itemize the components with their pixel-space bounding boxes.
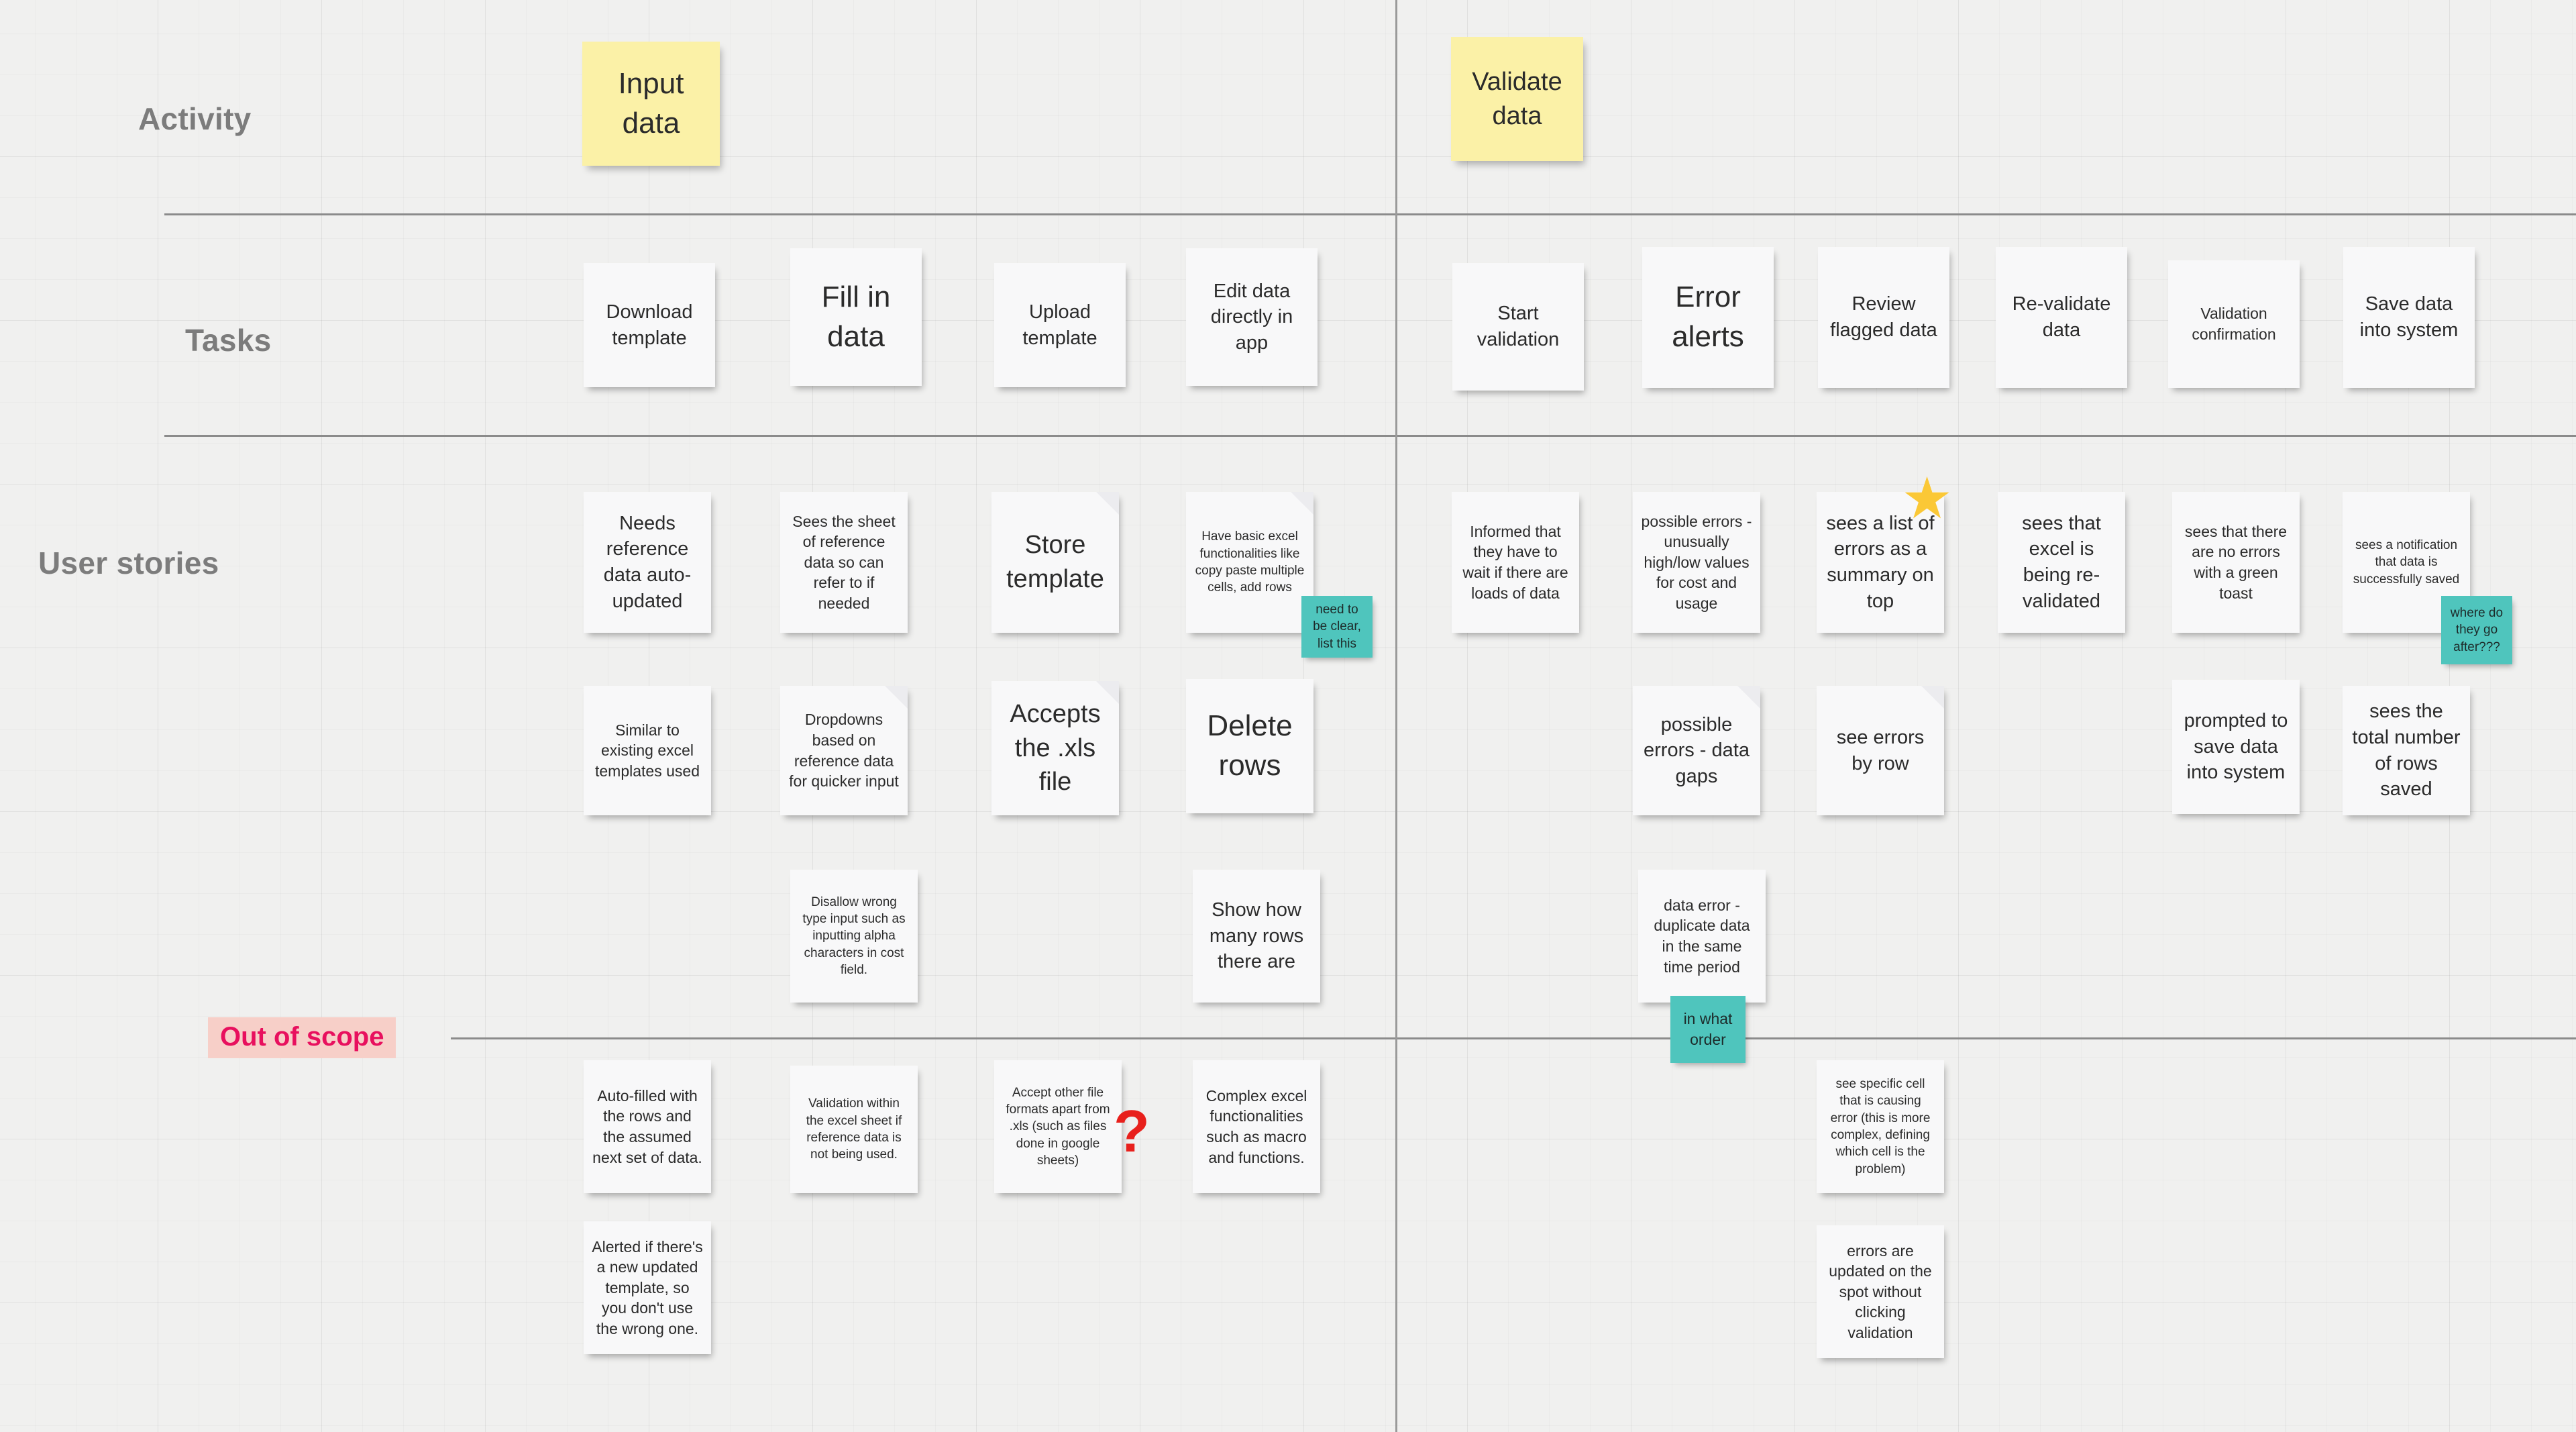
story-card-see-errors-by-row[interactable]: see errors by row xyxy=(1817,686,1944,815)
task-label: Upload template xyxy=(1022,301,1097,349)
oos-card-complex-excel-functionalities[interactable]: Complex excel functionalities such as ma… xyxy=(1193,1060,1320,1193)
task-label: Re-validate data xyxy=(2012,293,2111,341)
story-label: data error - duplicate data in the same … xyxy=(1654,896,1750,976)
out-of-scope-marker: Out of scope xyxy=(208,1017,396,1058)
story-label: prompted to save data into system xyxy=(2184,710,2288,784)
annotation-label: need to be clear, list this xyxy=(1313,603,1361,651)
story-label: Validation within the excel sheet if ref… xyxy=(806,1096,902,1162)
annotation-label: where do they go after??? xyxy=(2450,606,2504,654)
story-label: Have basic excel functionalities like co… xyxy=(1195,529,1305,595)
oos-card-alerted-new-updated-template[interactable]: Alerted if there's a new updated templat… xyxy=(584,1221,711,1354)
star-icon: ★ xyxy=(1901,466,1953,531)
story-label: Disallow wrong type input such as inputt… xyxy=(802,894,906,977)
story-label: Complex excel functionalities such as ma… xyxy=(1205,1086,1307,1166)
story-label: Accept other file formats apart from .xl… xyxy=(1006,1085,1110,1168)
task-label: Save data into system xyxy=(2359,293,2459,341)
task-card-fill-in-data[interactable]: Fill in data xyxy=(790,248,922,386)
story-card-store-template[interactable]: Store template xyxy=(991,492,1119,633)
activity-card-input-data[interactable]: Input data xyxy=(582,42,720,166)
story-card-sees-sheet-of-reference-data[interactable]: Sees the sheet of reference data so can … xyxy=(780,492,908,633)
annotation-need-to-be-clear-list-this[interactable]: need to be clear, list this xyxy=(1301,596,1373,658)
oos-card-validation-within-excel-sheet[interactable]: Validation within the excel sheet if ref… xyxy=(790,1066,918,1193)
lane-label-tasks: Tasks xyxy=(185,323,272,358)
story-label: Delete rows xyxy=(1207,709,1293,782)
task-card-error-alerts[interactable]: Error alerts xyxy=(1642,247,1774,388)
story-card-similar-to-existing-excel-templates[interactable]: Similar to existing excel templates used xyxy=(584,686,711,815)
story-card-sees-total-number-of-rows-saved[interactable]: sees the total number of rows saved xyxy=(2343,686,2470,815)
story-label: Show how many rows there are xyxy=(1209,899,1304,973)
story-card-possible-errors-high-low-values[interactable]: possible errors - unusually high/low val… xyxy=(1633,492,1760,633)
story-label: Dropdowns based on reference data for qu… xyxy=(789,711,899,790)
oos-card-errors-updated-on-the-spot[interactable]: errors are updated on the spot without c… xyxy=(1817,1225,1944,1358)
story-label: possible errors - data gaps xyxy=(1644,713,1750,787)
story-label: Informed that they have to wait if there… xyxy=(1462,522,1568,602)
story-label: Accepts the .xls file xyxy=(1010,700,1101,797)
task-card-re-validate-data[interactable]: Re-validate data xyxy=(1996,247,2127,388)
task-card-start-validation[interactable]: Start validation xyxy=(1452,263,1584,391)
story-label: see specific cell that is causing error … xyxy=(1830,1077,1931,1176)
divider-activity-columns xyxy=(1395,0,1397,1432)
task-label: Review flagged data xyxy=(1830,293,1937,341)
story-label: Alerted if there's a new updated templat… xyxy=(592,1237,703,1337)
story-card-dropdowns-based-on-reference-data[interactable]: Dropdowns based on reference data for qu… xyxy=(780,686,908,815)
activity-label: Validate data xyxy=(1472,67,1562,130)
lane-label-user-stories: User stories xyxy=(38,546,219,580)
story-card-informed-wait-loads-of-data[interactable]: Informed that they have to wait if there… xyxy=(1452,492,1579,633)
story-card-delete-rows[interactable]: Delete rows xyxy=(1186,679,1313,813)
story-label: Auto-filled with the rows and the assume… xyxy=(592,1086,702,1166)
story-label: sees a notification that data is success… xyxy=(2353,538,2460,586)
story-card-disallow-wrong-type-input[interactable]: Disallow wrong type input such as inputt… xyxy=(790,870,918,1003)
story-card-prompted-to-save-data-into-system[interactable]: prompted to save data into system xyxy=(2172,680,2300,814)
activity-label: Input data xyxy=(618,66,684,140)
story-card-accepts-xls-file[interactable]: Accepts the .xls file xyxy=(991,681,1119,815)
story-card-sees-no-errors-green-toast[interactable]: sees that there are no errors with a gre… xyxy=(2172,492,2300,633)
story-label: Sees the sheet of reference data so can … xyxy=(792,512,896,612)
story-label: sees that excel is being re-validated xyxy=(2022,512,2101,612)
lane-label-activity: Activity xyxy=(138,101,252,136)
task-label: Start validation xyxy=(1477,303,1560,350)
task-label: Download template xyxy=(606,301,693,349)
story-label: errors are updated on the spot without c… xyxy=(1829,1241,1932,1341)
annotation-in-what-order[interactable]: in what order xyxy=(1670,996,1746,1063)
story-card-data-error-duplicate-data[interactable]: data error - duplicate data in the same … xyxy=(1638,870,1766,1003)
task-card-review-flagged-data[interactable]: Review flagged data xyxy=(1818,247,1949,388)
story-card-sees-excel-being-revalidated[interactable]: sees that excel is being re-validated xyxy=(1998,492,2125,633)
task-card-upload-template[interactable]: Upload template xyxy=(994,263,1126,387)
task-label: Fill in data xyxy=(821,280,891,353)
story-label: sees a list of errors as a summary on to… xyxy=(1826,512,1935,612)
oos-card-accept-other-file-formats[interactable]: Accept other file formats apart from .xl… xyxy=(994,1060,1122,1193)
story-label: Similar to existing excel templates used xyxy=(595,721,700,780)
task-label: Edit data directly in app xyxy=(1210,280,1293,354)
story-label: sees that there are no errors with a gre… xyxy=(2184,522,2288,602)
divider-out-of-scope xyxy=(451,1037,2576,1039)
oos-card-auto-filled-with-rows[interactable]: Auto-filled with the rows and the assume… xyxy=(584,1060,711,1193)
annotation-where-do-they-go-after[interactable]: where do they go after??? xyxy=(2441,596,2512,664)
story-label: Store template xyxy=(1006,531,1104,593)
story-label: Needs reference data auto-updated xyxy=(603,512,692,612)
task-label: Validation confirmation xyxy=(2192,305,2276,343)
story-label: sees the total number of rows saved xyxy=(2352,701,2461,801)
task-label: Error alerts xyxy=(1672,280,1744,353)
oos-card-see-specific-cell-causing-error[interactable]: see specific cell that is causing error … xyxy=(1817,1060,1944,1193)
story-card-show-how-many-rows[interactable]: Show how many rows there are xyxy=(1193,870,1320,1003)
task-card-save-data-into-system[interactable]: Save data into system xyxy=(2343,247,2475,388)
story-card-needs-reference-data-auto-updated[interactable]: Needs reference data auto-updated xyxy=(584,492,711,633)
task-card-edit-data-directly-in-app[interactable]: Edit data directly in app xyxy=(1186,248,1318,386)
divider-tasks-stories xyxy=(164,435,2576,437)
question-mark-icon: ? xyxy=(1114,1098,1150,1164)
story-card-possible-errors-data-gaps[interactable]: possible errors - data gaps xyxy=(1633,686,1760,815)
story-label: see errors by row xyxy=(1836,726,1925,774)
story-label: possible errors - unusually high/low val… xyxy=(1641,512,1752,612)
annotation-label: in what order xyxy=(1683,1010,1733,1048)
story-card-sees-list-of-errors-summary[interactable]: sees a list of errors as a summary on to… xyxy=(1817,492,1944,633)
activity-card-validate-data[interactable]: Validate data xyxy=(1451,37,1583,161)
divider-activity-tasks xyxy=(164,213,2576,215)
task-card-validation-confirmation[interactable]: Validation confirmation xyxy=(2168,260,2300,388)
story-card-have-basic-excel-functionalities[interactable]: Have basic excel functionalities like co… xyxy=(1186,492,1313,633)
task-card-download-template[interactable]: Download template xyxy=(584,263,715,387)
